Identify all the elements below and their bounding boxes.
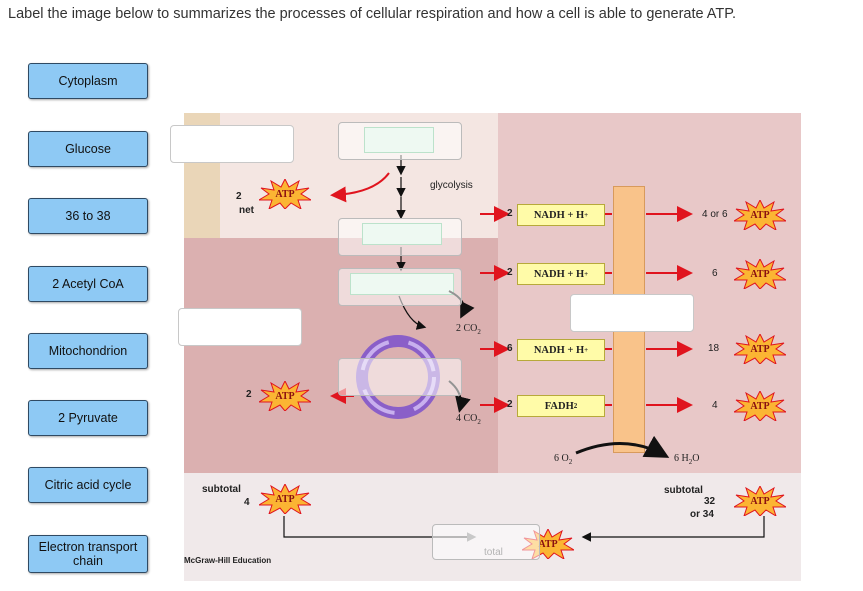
nadh-text-2: NADH + H <box>533 268 585 280</box>
water-text: 6 H <box>674 453 689 464</box>
atp-starburst-etc-2: ATP <box>732 257 788 291</box>
subtotal-right-value-2: or 34 <box>690 509 714 520</box>
drop-zone-glucose[interactable] <box>338 122 462 160</box>
label-2-pyruvate[interactable]: 2 Pyruvate <box>28 400 148 436</box>
water-label: 6 H2O <box>674 453 699 466</box>
atp-4: 4 <box>712 400 718 411</box>
nadh-box-3: NADH + H+ <box>517 339 605 361</box>
atp-starburst-citric: ATP <box>257 379 313 413</box>
oxygen-text: 6 O <box>554 453 569 464</box>
co2-4-label: 4 CO2 <box>456 413 481 426</box>
nadh-sup-2: + <box>584 270 589 278</box>
label-2-acetyl-coa[interactable]: 2 Acetyl CoA <box>28 266 148 302</box>
atp-starburst-etc-1: ATP <box>732 198 788 232</box>
atp-18: 18 <box>708 343 720 354</box>
atp-starburst-etc-4: ATP <box>732 389 788 423</box>
label-36-to-38[interactable]: 36 to 38 <box>28 198 148 234</box>
atp-text-9: ATP <box>538 538 558 550</box>
subtotal-left-value: 4 <box>244 497 250 508</box>
atp-starburst-subtotal-right: ATP <box>732 484 788 518</box>
nadh-text-1: NADH + H <box>533 209 585 221</box>
label-mitochondrion[interactable]: Mitochondrion <box>28 333 148 369</box>
oxygen-label: 6 O2 <box>554 453 572 466</box>
subtotal-right-label: subtotal <box>664 485 703 496</box>
atp-starburst-glycolysis: ATP <box>257 177 313 211</box>
nadh-box-2: NADH + H+ <box>517 263 605 285</box>
nadh-count-3: 6 <box>507 343 513 354</box>
fadh-sub: 2 <box>573 402 578 410</box>
drop-zone-total[interactable] <box>432 524 540 560</box>
drop-zone-mitochondrion[interactable] <box>178 308 302 346</box>
net-atp-count: 2 <box>236 191 242 202</box>
nadh-sup-3: + <box>584 346 589 354</box>
subtotal-left-label: subtotal <box>202 484 241 495</box>
co2-2-label: 2 CO2 <box>456 323 481 336</box>
drop-zone-pyruvate[interactable] <box>338 218 462 256</box>
label-cytoplasm[interactable]: Cytoplasm <box>28 63 148 99</box>
instruction-text: Label the image below to summarizes the … <box>8 6 737 22</box>
drop-zone-electron-transport[interactable] <box>570 294 694 332</box>
nadh-count-1: 2 <box>507 208 513 219</box>
label-electron-transport-chain[interactable]: Electron transport chain <box>28 535 148 573</box>
water-tail: O <box>692 453 700 464</box>
co2-4-sub: 2 <box>477 418 481 426</box>
fadh-text: FADH <box>544 400 574 412</box>
atp-text-3: ATP <box>275 493 295 505</box>
water-sub: 2 <box>688 458 693 466</box>
label-glucose[interactable]: Glucose <box>28 131 148 167</box>
atp-text-2: ATP <box>275 390 295 402</box>
atp-text-6: ATP <box>750 343 770 355</box>
net-label: net <box>239 205 254 216</box>
drop-zone-citric-acid-cycle[interactable] <box>338 358 462 396</box>
co2-2-sub: 2 <box>477 328 481 336</box>
co2-4-text: 4 CO <box>456 413 478 424</box>
atp-4-or-6: 4 or 6 <box>702 209 728 220</box>
label-citric-acid-cycle[interactable]: Citric acid cycle <box>28 467 148 503</box>
atp-text-7: ATP <box>750 400 770 412</box>
glycolysis-label: glycolysis <box>430 180 473 191</box>
drop-zone-acetyl-coa[interactable] <box>338 268 462 306</box>
nadh-box-1: NADH + H+ <box>517 204 605 226</box>
atp-text-1: ATP <box>275 188 295 200</box>
fadh-count: 2 <box>507 399 513 410</box>
atp-text-4: ATP <box>750 209 770 221</box>
atp-starburst-subtotal-left: ATP <box>257 482 313 516</box>
drop-zone-cytoplasm[interactable] <box>170 125 294 163</box>
atp-6: 6 <box>712 268 718 279</box>
atp-starburst-etc-3: ATP <box>732 332 788 366</box>
citric-atp-count: 2 <box>246 389 252 400</box>
nadh-sup-1: + <box>584 211 589 219</box>
co2-2-text: 2 CO <box>456 323 478 334</box>
subtotal-right-value-1: 32 <box>704 496 716 507</box>
oxygen-sub: 2 <box>568 458 573 466</box>
atp-text-8: ATP <box>750 495 770 507</box>
publisher-credit: McGraw-Hill Education <box>184 556 272 565</box>
nadh-count-2: 2 <box>507 267 513 278</box>
cellular-respiration-diagram: glycolysis 2 net 2 NADH + H+ 2 NADH + H+… <box>170 113 801 581</box>
nadh-text-3: NADH + H <box>533 344 585 356</box>
atp-text-5: ATP <box>750 268 770 280</box>
